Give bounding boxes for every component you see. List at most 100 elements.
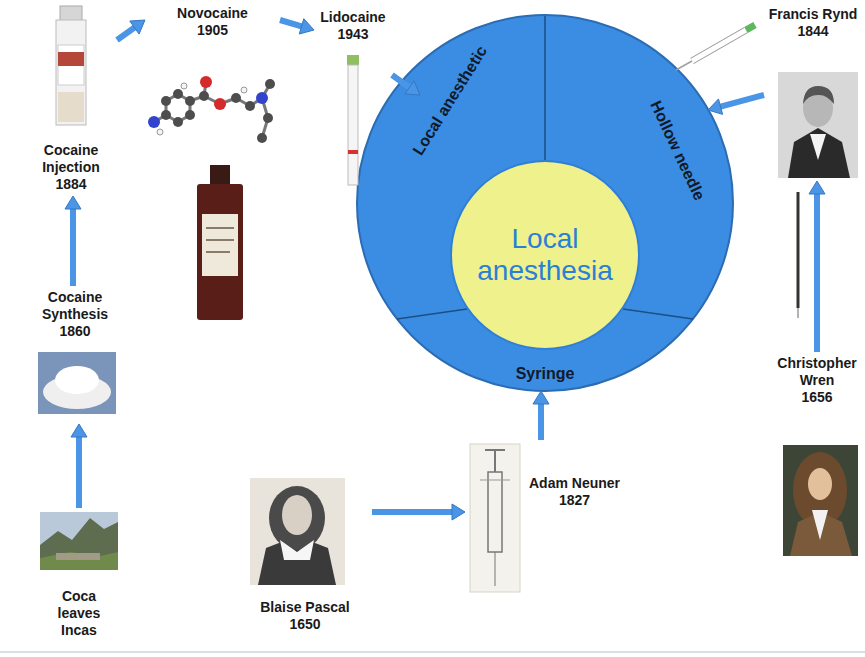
segment-label: Syringe [516,364,575,383]
vial-body [56,20,86,125]
bottle-neck [210,165,230,185]
label-line [206,227,234,229]
vial-label [58,45,84,85]
item-label: Lidocaine [320,9,385,26]
item-label: Coca leaves Incas [42,588,116,639]
label-line [206,239,234,241]
atom [148,116,160,128]
bottle-label [202,214,238,276]
photo-sky [40,512,118,570]
timeline-item: Cocaine Injection1884 [25,4,117,196]
atom [256,92,268,104]
molecule-bonds [154,82,270,138]
arrow-head [130,20,145,34]
year-label: 1650 [289,616,320,633]
ring-divider [397,309,467,319]
vial-stripe [58,52,84,66]
ring-outer [357,15,733,391]
atom [161,96,171,106]
portrait-collar [280,540,314,560]
atom [161,110,171,120]
arrow-shaft [70,208,76,286]
arrow-head [533,391,549,404]
item-label: Francis Rynd [769,6,858,23]
ring-segment: Local anesthetic [420,30,480,170]
arrow-head [71,424,87,437]
arrow-connector [708,95,764,114]
atom [157,129,163,135]
quill-needle [797,192,800,308]
needle-tip [676,61,692,70]
item-label: Blaise Pascal [260,599,350,616]
photo-background [38,352,116,414]
arrow-shaft [538,403,544,440]
bottle-body [197,184,243,320]
timeline-item: Blaise Pascal1650 [238,476,372,636]
arrow-connector [71,424,87,508]
ring-segment: Syringe [495,355,595,391]
center-circle: Local anesthesia [450,160,640,350]
tube-cap [347,55,359,65]
finger-grip [480,480,510,481]
item-label: Adam Neuner [529,475,620,492]
portrait-background [778,72,858,178]
plunger-handle [485,449,505,451]
plunger-rod [494,450,496,472]
year-label: 1656 [801,389,832,406]
arrow-connector [65,196,81,286]
quill-tip [798,308,799,318]
photo-ruins [56,553,100,560]
arrow-shaft [280,20,302,27]
timeline-item: Lidocaine1943 [314,6,392,192]
arrow-shaft [720,95,764,107]
arrow-head [452,504,465,520]
segment-label: Local anesthetic [409,42,492,158]
arrow-shaft [372,509,453,515]
year-label: 1905 [197,22,228,39]
arrow-head [405,81,420,95]
center-label: Local anesthesia [464,223,626,287]
item-label: Christopher Wren [775,355,859,389]
atom [231,93,241,103]
timeline-item: Adam Neuner1827 [465,440,625,595]
year-label: 1844 [797,23,828,40]
tube-body [348,65,358,185]
portrait-cravat [812,510,828,540]
arrow-connector [392,75,420,95]
arrow-connector [809,181,825,352]
ring-segment: Hollow needle [648,80,708,220]
arrow-head [299,19,314,34]
arrow-shaft [76,436,82,508]
timeline-item: Coca leaves Incas [39,508,119,642]
atom [257,133,267,143]
atom [181,83,187,89]
year-label: 1884 [55,176,86,193]
arrow-shaft [814,193,820,352]
photo-terraces [40,552,118,570]
arrow-head [809,181,825,194]
syringe-needle [495,552,496,586]
item-label: Novocaine [177,5,248,22]
timeline-item: Novocaine1905 [145,2,280,324]
arrow-connector [372,504,465,520]
engraving-background [470,444,520,592]
portrait-background [250,478,345,585]
atom [185,110,195,120]
arrow-shaft [392,75,410,88]
ring-divider [623,309,693,319]
ring-divider [544,16,546,160]
portrait-shirt [810,134,826,160]
segment-label: Hollow needle [647,97,710,203]
arrow-shaft [117,27,135,40]
atom [200,76,212,88]
arrow-connector [280,19,314,34]
atom [173,117,183,127]
timeline-item: Cocaine Synthesis1860 [25,286,125,424]
portrait-background [783,445,858,556]
atom [263,113,273,123]
portrait-hair [269,486,325,550]
arrow-connector [117,20,145,40]
